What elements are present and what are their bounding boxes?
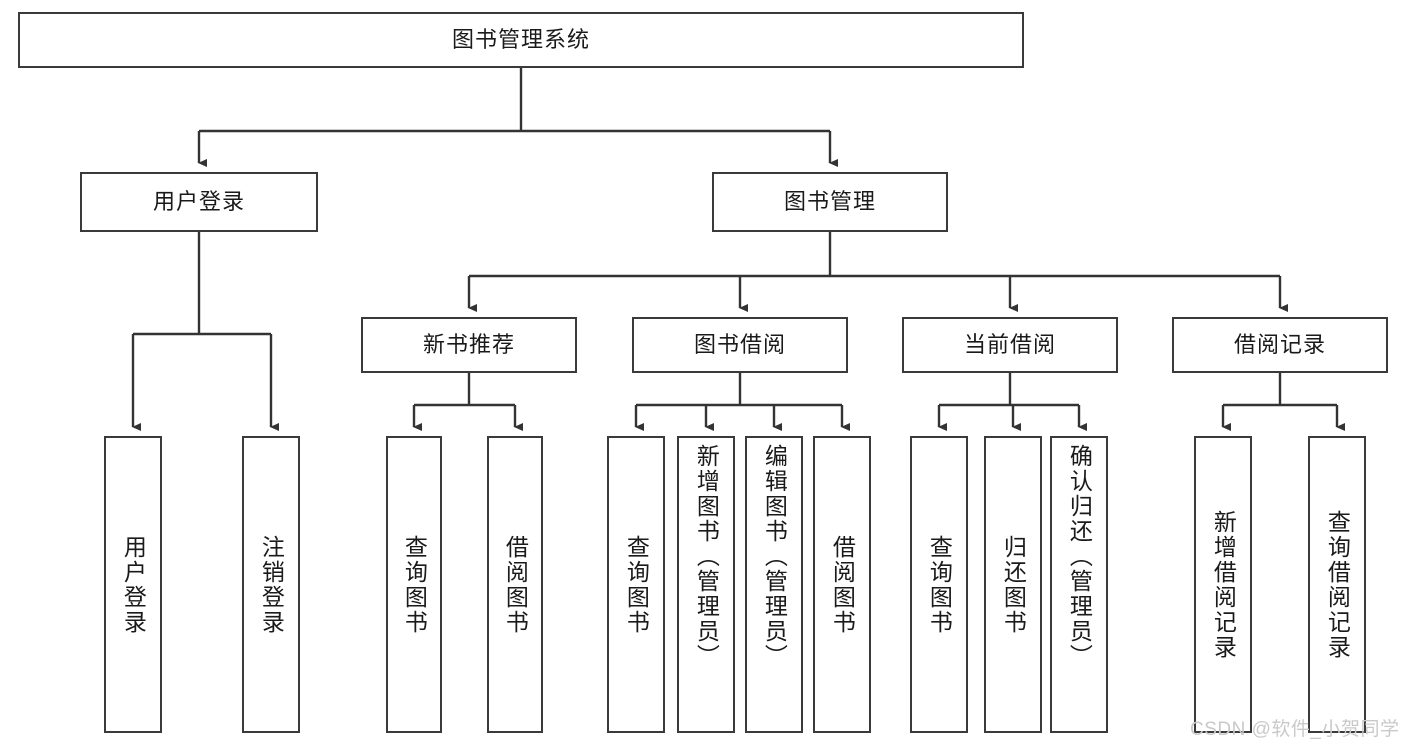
csdn-watermark: CSDN @软件_小贺同学 [1190, 719, 1400, 740]
node-new-book-rec: 新书推荐 [361, 317, 577, 373]
node-borrow-record: 借阅记录 [1172, 317, 1388, 373]
node-leaf-confirm-return: 确认归还（管理员） [1050, 436, 1108, 733]
node-label: 新增图书（管理员） [693, 444, 720, 669]
node-leaf-query-book-3: 查询图书 [910, 436, 968, 733]
node-leaf-user-logout: 注销登录 [242, 436, 300, 733]
node-label: 查询借阅记录 [1324, 509, 1351, 660]
node-book-borrow: 图书借阅 [632, 317, 848, 373]
node-label: 查询图书 [401, 534, 428, 635]
node-leaf-add-book: 新增图书（管理员） [677, 436, 735, 733]
node-label: 归还图书 [1000, 534, 1027, 635]
node-label: 查询图书 [623, 534, 650, 635]
node-current-borrow: 当前借阅 [902, 317, 1118, 373]
node-leaf-query-book-2: 查询图书 [607, 436, 665, 733]
node-leaf-return-book: 归还图书 [984, 436, 1042, 733]
node-leaf-borrow-book-1: 借阅图书 [487, 436, 543, 733]
node-user-login: 用户登录 [80, 172, 318, 232]
node-leaf-user-login: 用户登录 [104, 436, 162, 733]
node-label: 用户登录 [120, 534, 147, 635]
node-label: 编辑图书（管理员） [761, 444, 788, 669]
node-label: 新书推荐 [422, 331, 515, 357]
node-label: 图书管理 [783, 188, 876, 214]
node-label: 借阅图书 [829, 534, 856, 635]
node-label: 图书借阅 [693, 331, 786, 357]
node-leaf-add-record: 新增借阅记录 [1194, 436, 1252, 733]
node-label: 图书管理系统 [451, 26, 590, 52]
node-leaf-edit-book: 编辑图书（管理员） [745, 436, 803, 733]
node-label: 新增借阅记录 [1210, 509, 1237, 660]
node-leaf-query-book-1: 查询图书 [386, 436, 442, 733]
node-book-manage: 图书管理 [712, 172, 948, 232]
node-label: 注销登录 [258, 534, 285, 635]
node-leaf-query-record: 查询借阅记录 [1308, 436, 1366, 733]
node-label: 确认归还（管理员） [1066, 444, 1093, 669]
node-label: 借阅图书 [502, 534, 529, 635]
node-label: 借阅记录 [1233, 331, 1326, 357]
node-root-title: 图书管理系统 [18, 12, 1024, 68]
node-label: 用户登录 [152, 188, 245, 214]
node-label: 当前借阅 [963, 331, 1056, 357]
node-leaf-borrow-book-2: 借阅图书 [813, 436, 871, 733]
node-label: 查询图书 [926, 534, 953, 635]
